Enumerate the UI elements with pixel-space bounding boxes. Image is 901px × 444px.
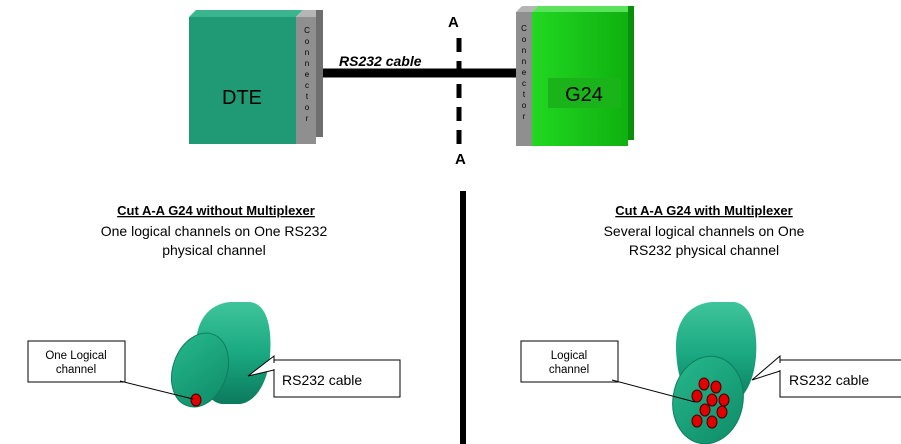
right-callout-line2: channel [549,364,589,376]
left-heading: Cut A-A G24 without Multiplexer [117,203,315,218]
cut-marker-top: A [448,14,459,31]
right-heading: Cut A-A G24 with Multiplexer [615,203,792,218]
right-cable-callout-text: RS232 cable [789,372,869,388]
dte-label: DTE [222,87,262,109]
dte-box: DTE [189,10,303,144]
left-callout-line1: One Logical [45,350,106,362]
right-cable-callout: RS232 cable [751,354,901,398]
right-callout-line1: Logical [551,350,587,362]
left-logical-channel-callout: One Logical channel [27,340,194,400]
g24-label: G24 [565,84,603,106]
right-logical-channel-callout: Logical channel [520,340,696,403]
logical-channel-dots [691,377,730,429]
left-callout-line2: channel [56,364,96,376]
g24-box: G24 [532,6,634,146]
right-desc-line1: Several logical channels on One [604,223,805,239]
left-cable-cross-section [170,302,271,408]
left-desc-line1: One logical channels on One RS232 [101,223,328,239]
right-cable-cross-section [672,302,757,444]
left-desc-line2: physical channel [162,242,266,258]
right-desc-line2: RS232 physical channel [629,242,779,258]
cut-marker-bottom: A [455,151,466,168]
logical-channel-dot [190,393,202,407]
rs232-cable-label: RS232 cable [339,53,422,69]
left-cable-callout: RS232 cable [247,354,401,398]
left-cable-callout-text: RS232 cable [282,372,362,388]
